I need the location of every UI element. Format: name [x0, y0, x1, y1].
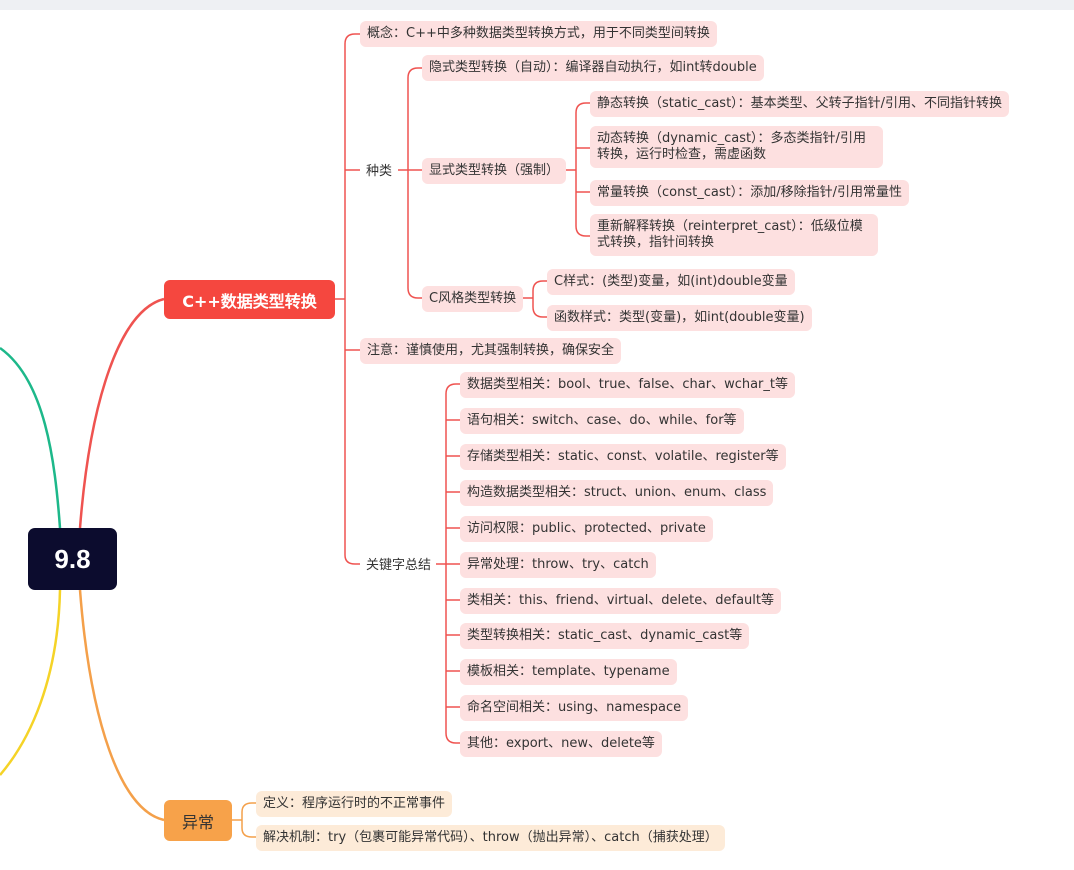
node-keywords[interactable]: 关键字总结 [366, 558, 432, 573]
node-keyword-construct[interactable]: 构造数据类型相关：struct、union、enum、class [460, 480, 774, 506]
node-reinterpret-cast[interactable]: 重新解释转换（reinterpret_cast）：低级位模式转换，指针间转换 [590, 214, 878, 256]
node-implicit-conversion[interactable]: 隐式类型转换（自动）：编译器自动执行，如int转double [422, 55, 764, 81]
node-keyword-class[interactable]: 类相关：this、friend、virtual、delete、default等 [460, 588, 782, 614]
node-function-cast-style[interactable]: 函数样式：类型(变量)，如int(double变量) [547, 305, 812, 331]
topic-exception[interactable]: 异常 [164, 800, 232, 841]
root-node[interactable]: 9.8 [28, 528, 117, 590]
node-concept[interactable]: 概念：C++中多种数据类型转换方式，用于不同类型间转换 [360, 21, 717, 47]
node-exception-mechanism[interactable]: 解决机制：try（包裹可能异常代码）、throw（抛出异常）、catch（捕获处… [256, 825, 725, 851]
node-keyword-other[interactable]: 其他：export、new、delete等 [460, 731, 662, 757]
node-keyword-template[interactable]: 模板相关：template、typename [460, 659, 677, 685]
node-keyword-cast[interactable]: 类型转换相关：static_cast、dynamic_cast等 [460, 623, 750, 649]
node-c-cast-style[interactable]: C样式：(类型)变量，如(int)double变量 [547, 269, 795, 295]
node-keyword-storage[interactable]: 存储类型相关：static、const、volatile、register等 [460, 444, 786, 470]
node-static-cast[interactable]: 静态转换（static_cast）：基本类型、父转子指针/引用、不同指针转换 [590, 91, 1010, 117]
node-dynamic-cast[interactable]: 动态转换（dynamic_cast）：多态类指针/引用转换，运行时检查，需虚函数 [590, 126, 883, 168]
node-types[interactable]: 种类 [366, 164, 393, 179]
node-keyword-datatype[interactable]: 数据类型相关：bool、true、false、char、wchar_t等 [460, 372, 796, 398]
topic-cpp-type-conversion[interactable]: C++数据类型转换 [164, 280, 335, 319]
node-keyword-exception[interactable]: 异常处理：throw、try、catch [460, 552, 656, 578]
node-explicit-conversion[interactable]: 显式类型转换（强制） [422, 158, 567, 184]
node-const-cast[interactable]: 常量转换（const_cast）：添加/移除指针/引用常量性 [590, 180, 909, 206]
node-cstyle-conversion[interactable]: C风格类型转换 [422, 286, 524, 312]
node-keyword-statement[interactable]: 语句相关：switch、case、do、while、for等 [460, 408, 744, 434]
top-toolbar-strip [0, 0, 1074, 10]
node-keyword-access[interactable]: 访问权限：public、protected、private [460, 516, 713, 542]
node-exception-definition[interactable]: 定义：程序运行时的不正常事件 [256, 791, 453, 817]
node-note[interactable]: 注意：谨慎使用，尤其强制转换，确保安全 [360, 338, 622, 364]
node-keyword-namespace[interactable]: 命名空间相关：using、namespace [460, 695, 689, 721]
